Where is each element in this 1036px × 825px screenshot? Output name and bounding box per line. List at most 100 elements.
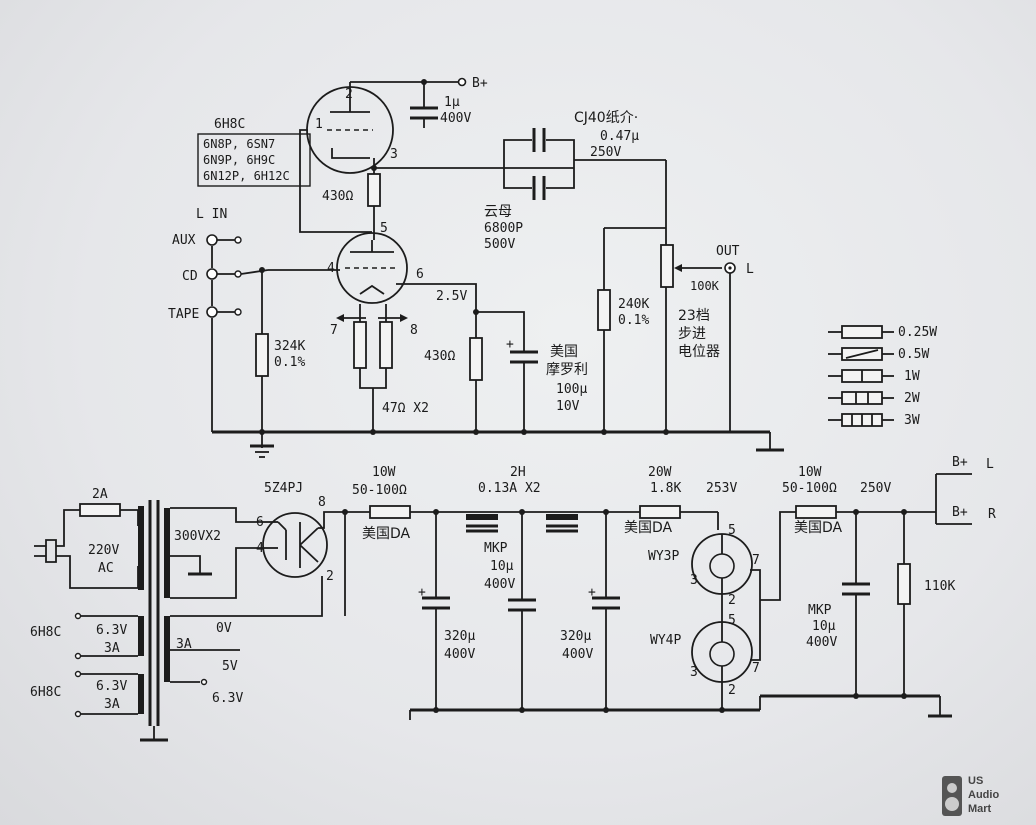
- mica-name: 云母: [484, 204, 512, 220]
- legend-label: 0.25W: [898, 325, 937, 340]
- aux-select-contact: [234, 236, 242, 244]
- wire: [476, 311, 525, 352]
- reg-pin: 5: [728, 613, 736, 628]
- resistor-240k-tol: 0.1%: [618, 313, 649, 328]
- heater-arrow-8: [400, 314, 408, 322]
- upper-cathode: [331, 148, 370, 159]
- mains-type: AC: [98, 561, 114, 576]
- regulator-tube-2-cathode: [709, 641, 735, 667]
- power-supply-section: 2A 220V AC 6H8C 6.3V 3A 6H8C 6.3V 3A 300…: [30, 455, 996, 742]
- reg-pin: 5: [728, 523, 736, 538]
- r2-value: 1.8K: [650, 481, 681, 496]
- choke-spec: 0.13A X2: [478, 481, 541, 496]
- resistor-wattage-legend: 0.25W 0.5W 1W 2W 3W: [828, 325, 937, 428]
- wire: [170, 555, 201, 574]
- mains-voltage: 220V: [88, 543, 119, 558]
- fuse-2a: [79, 503, 121, 517]
- cd-input-jack[interactable]: [206, 268, 218, 280]
- transformer-primary: [138, 506, 144, 590]
- bplus-l-label: B+: [952, 455, 968, 470]
- rect-pin: 4: [256, 541, 264, 556]
- mkp-cap-1-type: MKP: [484, 541, 508, 556]
- terminal: [74, 612, 82, 620]
- rect-pin: 6: [256, 515, 264, 530]
- tape-input-jack[interactable]: [206, 306, 218, 318]
- legend-label: 1W: [904, 369, 920, 384]
- filter-cap-1-value: 320μ: [444, 629, 475, 644]
- filter-cap-2-voltage: 400V: [562, 647, 593, 662]
- r3-brand: 美国DA: [794, 520, 843, 536]
- watermark-line: Mart: [968, 803, 992, 815]
- wire: [80, 615, 138, 657]
- polarity-mark: +: [506, 337, 514, 352]
- speaker-cone: [947, 783, 957, 793]
- r3-value: 50-100Ω: [782, 481, 837, 496]
- channel-r-label: R: [988, 507, 996, 522]
- junction: [433, 707, 439, 713]
- tap-6.3v: 6.3V: [212, 691, 243, 706]
- filter-cap-1-voltage: 400V: [444, 647, 475, 662]
- bplus-top-label: B+: [472, 76, 488, 91]
- filter-cap-2-value: 320μ: [560, 629, 591, 644]
- tube-type-title: 6H8C: [214, 117, 245, 132]
- resistor-324k-value: 324K: [274, 339, 305, 354]
- junction: [719, 707, 725, 713]
- wire: [503, 139, 532, 168]
- legend-symbol-0.25w: [841, 325, 883, 339]
- tube-alt-line: 6N12P, 6H12C: [203, 169, 290, 183]
- resistor-r3: [795, 505, 837, 519]
- preamp-section: B+ 2 1 3 1μ 400V 430Ω 5 6H8C 6N8P, 6SN7 …: [168, 76, 784, 458]
- resistor-430-upper: [367, 173, 381, 207]
- wire: [170, 547, 262, 599]
- choke-1: [466, 514, 498, 520]
- tube-alternatives-box: [197, 133, 311, 187]
- terminal: [74, 652, 82, 660]
- cathode-cap-voltage: 10V: [556, 399, 580, 414]
- rectifier-heater-winding: [164, 616, 170, 682]
- legend-mark: [845, 349, 879, 359]
- cathode-cap-brand: 摩罗利: [546, 361, 588, 378]
- junction: [603, 707, 609, 713]
- output-label: OUT: [716, 244, 740, 259]
- aux-input-jack[interactable]: [206, 234, 218, 246]
- polarity-mark: +: [418, 585, 426, 600]
- resistor-430-cathode: [469, 337, 483, 381]
- r2-power: 20W: [648, 465, 672, 480]
- choke-inductance: 2H: [510, 465, 526, 480]
- resistor-430-cathode-label: 430Ω: [424, 349, 455, 364]
- rectifier-anode: [277, 521, 287, 531]
- cathode-cap-value: 100μ: [556, 382, 587, 397]
- junction: [601, 429, 607, 435]
- reg-pin: 3: [690, 573, 698, 588]
- resistor-r2: [639, 505, 681, 519]
- pin-label: 1: [315, 117, 323, 132]
- input-cd-label: CD: [182, 269, 198, 284]
- cd-select-contact: [234, 270, 242, 278]
- watermark-line: Audio: [968, 789, 999, 801]
- junction: [370, 429, 376, 435]
- filament-winding-2: [138, 674, 144, 714]
- attenuator-line: 23档: [678, 308, 710, 324]
- input-group-label: L IN: [196, 207, 227, 222]
- filament-resistor: [353, 321, 367, 369]
- mkp-cap-1-value: 10μ: [490, 559, 514, 574]
- mkp-cap-1-voltage: 400V: [484, 577, 515, 592]
- output-channel: L: [746, 262, 754, 277]
- bplus-terminal: [457, 77, 467, 87]
- legend-symbol-2w: [841, 391, 883, 405]
- input-tape-label: TAPE: [168, 307, 199, 322]
- hv-winding-label: 300VX2: [174, 529, 221, 544]
- bleeder-value: 110K: [924, 579, 955, 594]
- rect-winding-current: 3A: [176, 637, 192, 652]
- attenuator-pot: [660, 244, 674, 288]
- r2-brand: 美国DA: [624, 520, 673, 536]
- speaker-cone: [945, 797, 959, 811]
- tap-5v: 5V: [222, 659, 238, 674]
- watermark-line: US: [968, 775, 983, 787]
- filament-current-2: 3A: [104, 697, 120, 712]
- wire: [120, 509, 139, 526]
- terminal: [74, 710, 82, 718]
- input-aux-label: AUX: [172, 233, 196, 248]
- cathode-cap-brand: 美国: [550, 344, 578, 360]
